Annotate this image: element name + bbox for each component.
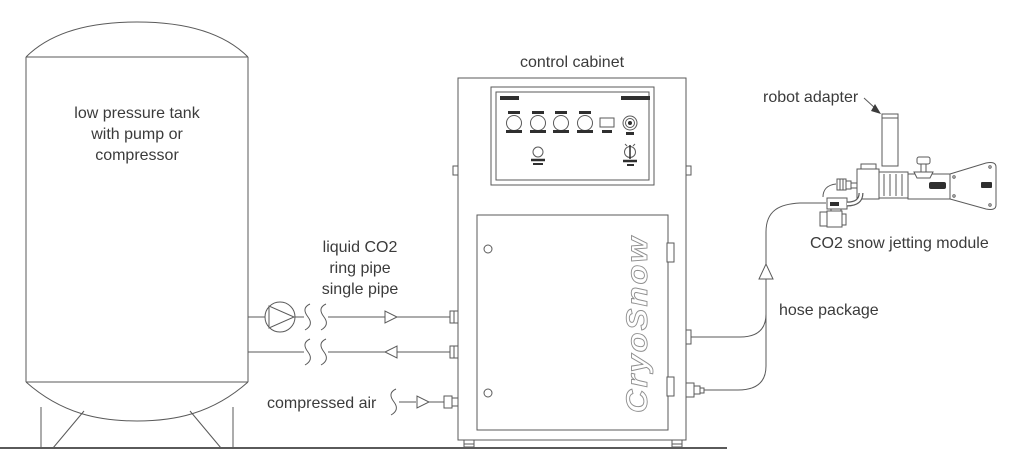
module-knob-flange — [913, 171, 934, 179]
cabinet-door[interactable]: CryoSnow — [476, 214, 675, 431]
pipe-break-icon — [304, 338, 311, 366]
nozzle-screw — [952, 175, 956, 179]
bell-nozzle — [949, 162, 997, 210]
module-knob-stem — [920, 163, 927, 173]
brand-logo: CryoSnow — [621, 235, 654, 413]
pipe-label-line1: liquid CO2 — [323, 239, 398, 256]
door-hinge-top — [666, 242, 675, 263]
hose-upper — [691, 313, 767, 338]
tank-leg-right-brace — [189, 410, 222, 449]
module-block-a-cap — [860, 163, 877, 170]
hose-loop — [822, 183, 837, 198]
tank-leg-left-brace — [52, 410, 85, 449]
pipe-break-icon — [304, 303, 311, 331]
air-connector-stub — [451, 397, 459, 407]
valve-cylinder-cap — [819, 211, 828, 227]
panel-knob[interactable] — [506, 111, 522, 133]
tank-dish — [25, 381, 249, 422]
pipe-label-line3: single pipe — [322, 281, 399, 298]
tank-label-line2: with pump or — [90, 126, 183, 143]
air-connector — [443, 395, 453, 409]
panel-knob[interactable] — [553, 111, 569, 133]
pump-icon — [264, 301, 296, 333]
cabinet-hose-fitting-lower-step — [693, 385, 701, 395]
module-badge — [929, 182, 946, 189]
cabinet-hose-fitting-lower — [685, 382, 695, 398]
nozzle-screw — [988, 165, 992, 169]
control-cabinet: control cabinet — [452, 54, 705, 448]
door-hinge-bottom — [666, 376, 675, 397]
jetting-module-assembly: robot adapter CO2 snow jetting module — [763, 89, 997, 252]
pipe-break-icon — [320, 338, 327, 366]
control-cabinet-label: control cabinet — [520, 54, 625, 71]
flow-arrow-left-icon — [383, 345, 398, 359]
tank-dome — [25, 21, 249, 58]
pointer-arrowhead-icon — [871, 104, 881, 114]
hose-package-label: hose package — [779, 302, 879, 319]
valve-badge — [830, 202, 839, 206]
tank-label-line3: compressor — [95, 147, 179, 164]
cabinet-hose-fitting-lower-stub — [699, 387, 705, 394]
pipe-label-line2: ring pipe — [329, 260, 390, 277]
cabinet-right-bracket — [685, 165, 692, 176]
pipe-break-icon — [390, 388, 397, 416]
jetting-module-label: CO2 snow jetting module — [810, 235, 989, 252]
cabinet-hose-fitting-upper — [685, 329, 692, 345]
key-switch[interactable] — [623, 143, 637, 166]
robot-adapter-column — [881, 113, 899, 167]
hose-package: hose package — [691, 183, 879, 391]
valve-elbow-inner — [846, 192, 863, 206]
nozzle-badge — [981, 182, 992, 188]
flow-arrow-right-icon — [416, 395, 431, 409]
robot-adapter-label: robot adapter — [763, 89, 859, 106]
cabinet-left-bracket — [452, 165, 459, 176]
module-side-fitting-washer — [845, 180, 852, 190]
hose-lower — [704, 202, 826, 391]
module-knob-cap — [916, 156, 931, 165]
door-panel — [476, 214, 669, 431]
nozzle-screw — [988, 203, 992, 207]
panel-brand-strip — [500, 96, 519, 100]
module-side-fitting-nut — [836, 178, 847, 191]
panel-button[interactable] — [531, 146, 545, 165]
panel-model-strip — [621, 96, 650, 100]
control-panel — [490, 86, 655, 186]
panel-knob[interactable] — [577, 111, 593, 133]
tank-label-line1: low pressure tank — [74, 105, 200, 122]
nozzle-screw — [952, 194, 956, 198]
panel-face — [495, 91, 650, 181]
module-side-fitting-collar — [850, 182, 858, 189]
module-ribbed-section — [878, 171, 909, 199]
flow-arrow-right-icon — [384, 310, 399, 324]
pipe-break-icon — [320, 303, 327, 331]
panel-frame — [490, 86, 655, 186]
co2-pipes: liquid CO2 ring pipe single pipe — [248, 239, 459, 366]
low-pressure-tank: low pressure tank with pump or compresso… — [25, 21, 249, 449]
door-screw-bottom — [483, 388, 493, 398]
panel-display — [599, 117, 615, 133]
emergency-stop-button[interactable] — [622, 115, 638, 135]
flow-arrow-up-icon — [758, 262, 774, 280]
valve-cylinder — [826, 210, 843, 228]
panel-knob[interactable] — [530, 111, 546, 133]
valve-cylinder-step — [841, 213, 847, 226]
door-screw-top — [483, 244, 493, 254]
compressed-air-label: compressed air — [267, 395, 377, 412]
compressed-air-line: compressed air — [267, 388, 459, 416]
